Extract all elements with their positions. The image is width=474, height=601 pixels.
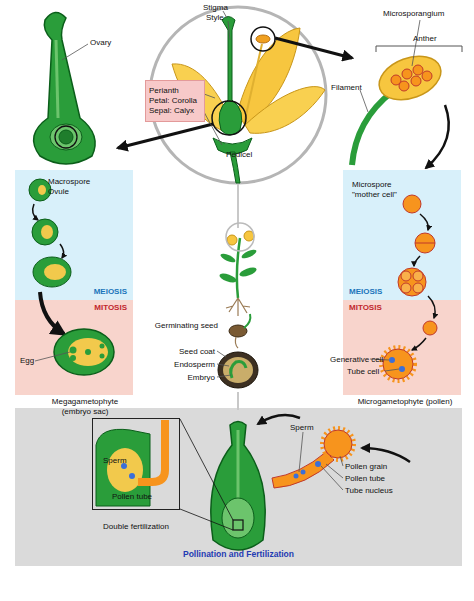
seed-root bbox=[235, 337, 238, 348]
part-label: Generative cell bbox=[330, 355, 383, 365]
leader-line bbox=[204, 112, 222, 145]
node-text: MEIOSIS bbox=[94, 287, 127, 297]
part-label: Microsporangium bbox=[383, 9, 444, 19]
part-label: Sperm bbox=[290, 423, 314, 433]
pistil bbox=[219, 17, 242, 136]
ovule-shape bbox=[59, 130, 73, 144]
plant-leaf bbox=[240, 248, 257, 260]
stage-arrow bbox=[426, 105, 449, 168]
part-label: Anther bbox=[413, 34, 437, 44]
ovary-shape bbox=[34, 12, 96, 164]
microsporangium-shape bbox=[402, 69, 412, 79]
part-label: Pedicel bbox=[226, 150, 252, 160]
meiosis-band: MEIOSIS bbox=[15, 170, 133, 300]
part-label: Egg bbox=[20, 356, 34, 366]
part-label: Pollen tube bbox=[345, 474, 385, 484]
anther-bracket bbox=[376, 46, 462, 52]
part-label: Tube cell bbox=[347, 367, 379, 377]
part-label: Pollen tube bbox=[112, 492, 152, 502]
leader-line bbox=[62, 44, 88, 60]
node-text: MITOSIS bbox=[94, 303, 127, 313]
mitosis-band: MITOSIS bbox=[15, 300, 133, 395]
node-text: Sepal: Calyx bbox=[149, 106, 194, 116]
filament-shape bbox=[352, 92, 392, 165]
part-label: Stigma bbox=[203, 3, 228, 13]
anther-shape bbox=[256, 35, 270, 43]
part-label: Microspore "mother cell" bbox=[352, 180, 408, 199]
node-text: MEIOSIS bbox=[349, 287, 382, 297]
node-text: Petal: Corolla bbox=[149, 96, 197, 106]
microsporangium-shape bbox=[413, 65, 423, 75]
cycle-line bbox=[237, 183, 239, 228]
plant-flower bbox=[227, 235, 237, 245]
zoom-circle bbox=[150, 7, 326, 183]
part-label: Macrospore Ovule bbox=[48, 177, 96, 196]
process-band: Pollination and Fertilization Double fert… bbox=[15, 408, 462, 566]
part-label: Style bbox=[206, 13, 224, 23]
leader-line bbox=[217, 375, 231, 377]
petal bbox=[236, 28, 300, 125]
leader-line bbox=[217, 364, 229, 366]
plant-stem bbox=[237, 238, 240, 298]
petal bbox=[245, 87, 325, 134]
part-label: Filament bbox=[331, 83, 362, 93]
node-text: Double fertilization bbox=[103, 522, 169, 532]
microsporangium-shape bbox=[399, 81, 409, 91]
part-label: Pollen grain bbox=[345, 462, 387, 472]
part-label: Sperm bbox=[103, 456, 127, 466]
part-label: Seed coat bbox=[150, 347, 215, 357]
leader-line bbox=[217, 351, 226, 357]
microsporangium-shape bbox=[391, 75, 401, 85]
node-text: MITOSIS bbox=[349, 303, 382, 313]
part-label: Germinating seed bbox=[140, 321, 218, 331]
germinating-seed bbox=[229, 325, 247, 337]
seed-coat-shape bbox=[218, 352, 258, 388]
plant-flower bbox=[244, 231, 254, 241]
inset-box: Double fertilization bbox=[92, 418, 180, 532]
leader-line bbox=[204, 94, 215, 98]
endosperm-shape bbox=[223, 357, 253, 383]
plant-leaf bbox=[238, 266, 257, 279]
zoom-marker bbox=[55, 126, 77, 148]
sprout bbox=[244, 314, 250, 328]
zoom-circle bbox=[226, 223, 254, 251]
anther-shape bbox=[373, 48, 447, 107]
microsporangium-shape bbox=[422, 71, 432, 81]
part-label: Embryo bbox=[150, 373, 215, 383]
ovary-chamber bbox=[50, 124, 82, 150]
perianth-box: PerianthPetal: CorollaSepal: Calyx bbox=[145, 80, 205, 122]
zoom-arrow bbox=[118, 124, 213, 148]
style-canal bbox=[56, 40, 58, 118]
embryo-shape bbox=[231, 362, 246, 378]
part-label: Endosperm bbox=[150, 360, 215, 370]
plant-roots bbox=[226, 298, 250, 316]
node-text: Pollination and Fertilization bbox=[183, 549, 294, 560]
part-label: Microgametophyte (pollen) bbox=[355, 397, 455, 407]
plant-leaf bbox=[219, 252, 236, 264]
plant-leaf bbox=[218, 272, 237, 285]
node-text: Perianth bbox=[149, 86, 179, 96]
leader-line bbox=[360, 90, 368, 112]
filament-line bbox=[244, 44, 262, 124]
part-label: Tube nucleus bbox=[345, 486, 393, 496]
mitosis-band: MITOSIS bbox=[343, 300, 461, 395]
zoom-marker bbox=[212, 101, 246, 135]
microsporangium-shape bbox=[411, 76, 421, 86]
zoom-arrow bbox=[275, 38, 352, 58]
zoom-marker bbox=[251, 27, 275, 51]
part-label: Megagametophyte (embryo sac) bbox=[40, 397, 130, 416]
leader-line bbox=[228, 21, 230, 40]
part-label: Ovary bbox=[90, 38, 111, 48]
